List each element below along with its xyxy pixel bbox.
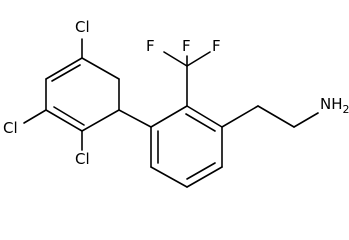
atom-label-cl-bottom: Cl (75, 150, 90, 168)
molecule-canvas: Cl Cl Cl F F F NH2 (3, 18, 349, 188)
trifluoromethyl-group (163, 51, 211, 107)
ring2-bond-c6-c1 (150, 105, 188, 128)
ring2-double-bond-c1-c2 (185, 113, 216, 132)
ring1-bond-c5-c4 (81, 109, 120, 132)
atom-label-subscript-2: 2 (343, 103, 349, 116)
molecule-drawing: Cl Cl Cl F F F NH2 (3, 18, 349, 188)
atom-label-cl-left: Cl (3, 119, 18, 137)
ring1-bond-c4-c3 (45, 109, 83, 132)
ring2-double-bond-c3-c4 (186, 162, 216, 180)
ethylamine-chain (221, 105, 319, 128)
biaryl-bond (118, 109, 152, 128)
atom-label-f-left: F (146, 37, 155, 55)
atom-label-f-right: F (212, 37, 221, 55)
chain-bond-1 (221, 105, 259, 128)
bond-cf3-f-right (186, 51, 211, 67)
ring2-bond-c1-c2 (186, 105, 223, 128)
atom-label-nh2: NH2 (320, 95, 349, 116)
benzene-ring (150, 105, 223, 188)
ring1-double-bond-c1-c2 (51, 64, 81, 82)
ring2-bond-c4-c5 (150, 166, 188, 188)
atom-label-f-bottom: F (182, 37, 191, 55)
ring1-bond-c2-c1 (45, 57, 83, 80)
atom-label-nh: NH (320, 95, 343, 113)
chain-bond-to-n (293, 112, 319, 128)
atom-label-cl-top: Cl (75, 18, 90, 36)
bond-cf3-f-left (163, 51, 188, 67)
dichlorocyclohexadiene-ring (23, 38, 120, 151)
ring1-double-bond-c4-c3 (53, 106, 85, 126)
ring2-bond-c3-c4 (186, 166, 223, 188)
chain-bond-2 (257, 105, 295, 128)
bond-to-cl-left (23, 109, 47, 124)
ring1-bond-c1-c6 (81, 57, 120, 80)
